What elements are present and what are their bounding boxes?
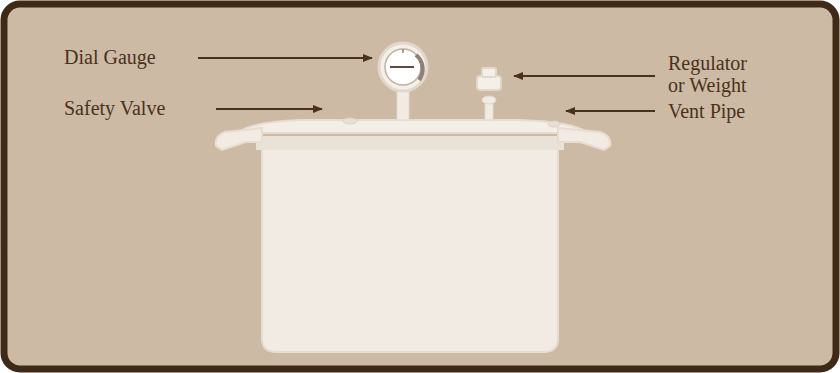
part-label: Dial Gauge	[64, 46, 194, 68]
part-label: Vent Pipe	[668, 100, 808, 122]
part-label: Safety Valve	[64, 97, 214, 119]
part-label: Regulator or Weight	[668, 52, 760, 96]
